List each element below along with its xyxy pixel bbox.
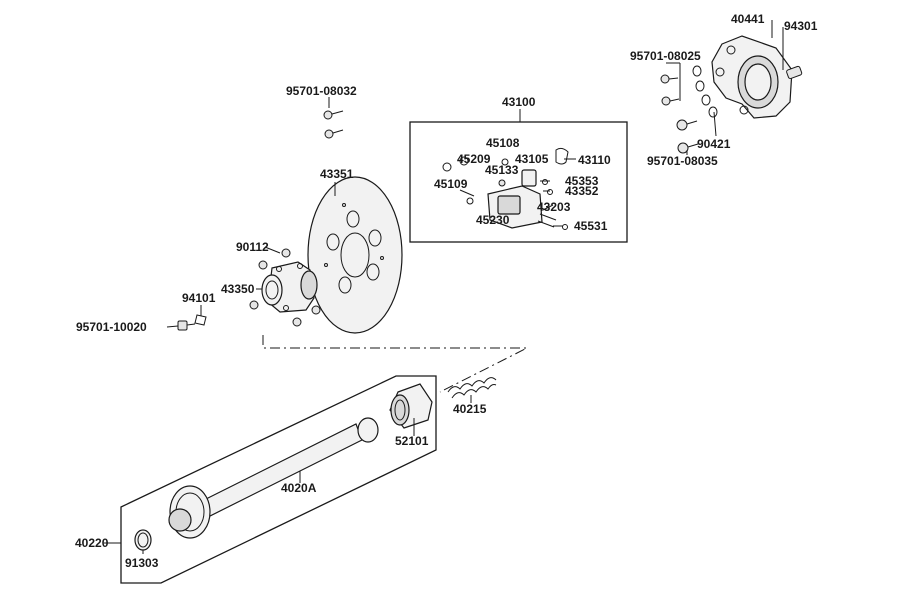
bracket-bolts-lower	[676, 119, 699, 154]
hub	[261, 261, 318, 313]
part-labels: 40441 94301 95701-08025 90421 95701-0803…	[75, 12, 818, 570]
label-43203: 43203	[537, 200, 571, 214]
label-90112: 90112	[236, 240, 269, 254]
label-95701-08032: 95701-08032	[286, 84, 357, 98]
bearing-sleeve	[389, 383, 433, 429]
label-40441: 40441	[731, 12, 765, 26]
label-43351: 43351	[320, 167, 354, 181]
disc-bolts	[323, 110, 344, 139]
caliper-bracket	[711, 35, 793, 119]
label-45133: 45133	[485, 163, 519, 177]
label-90421: 90421	[697, 137, 731, 151]
label-4020A: 4020A	[281, 481, 317, 495]
label-45209: 45209	[457, 152, 491, 166]
brake-disc	[307, 176, 403, 334]
label-45108: 45108	[486, 136, 520, 150]
label-52101: 52101	[395, 434, 429, 448]
label-43352: 43352	[565, 184, 599, 198]
bracket-washers	[692, 65, 718, 118]
bracket-bolts-upper	[660, 74, 680, 106]
label-45109: 45109	[434, 177, 468, 191]
label-43105: 43105	[515, 152, 549, 166]
axle-assembly-box	[120, 375, 437, 584]
caliper-assembly-box	[409, 121, 628, 243]
label-40220: 40220	[75, 536, 109, 550]
bracket-pin	[786, 65, 803, 80]
caliper-parts	[442, 147, 569, 230]
label-95701-08025: 95701-08025	[630, 49, 701, 63]
label-45230: 45230	[476, 213, 510, 227]
hub-bolts	[249, 248, 321, 327]
label-43350: 43350	[221, 282, 255, 296]
label-95701-08035: 95701-08035	[647, 154, 718, 168]
label-40215: 40215	[453, 402, 487, 416]
label-43110: 43110	[578, 153, 611, 167]
spring	[447, 377, 497, 399]
hub-nut-bolt	[177, 320, 196, 331]
leader-lines	[104, 20, 784, 554]
axle-shaft	[199, 417, 379, 519]
label-91303: 91303	[125, 556, 159, 570]
label-94301: 94301	[784, 19, 818, 33]
label-45531: 45531	[574, 219, 608, 233]
label-95701-10020: 95701-10020	[76, 320, 147, 334]
label-94101: 94101	[182, 291, 216, 305]
label-45353: 45353	[565, 174, 599, 188]
hub-washer	[194, 314, 207, 326]
axle-circlip	[134, 529, 152, 551]
axis-centerline	[262, 335, 528, 393]
axle-flange	[168, 485, 211, 539]
label-43100: 43100	[502, 95, 536, 109]
